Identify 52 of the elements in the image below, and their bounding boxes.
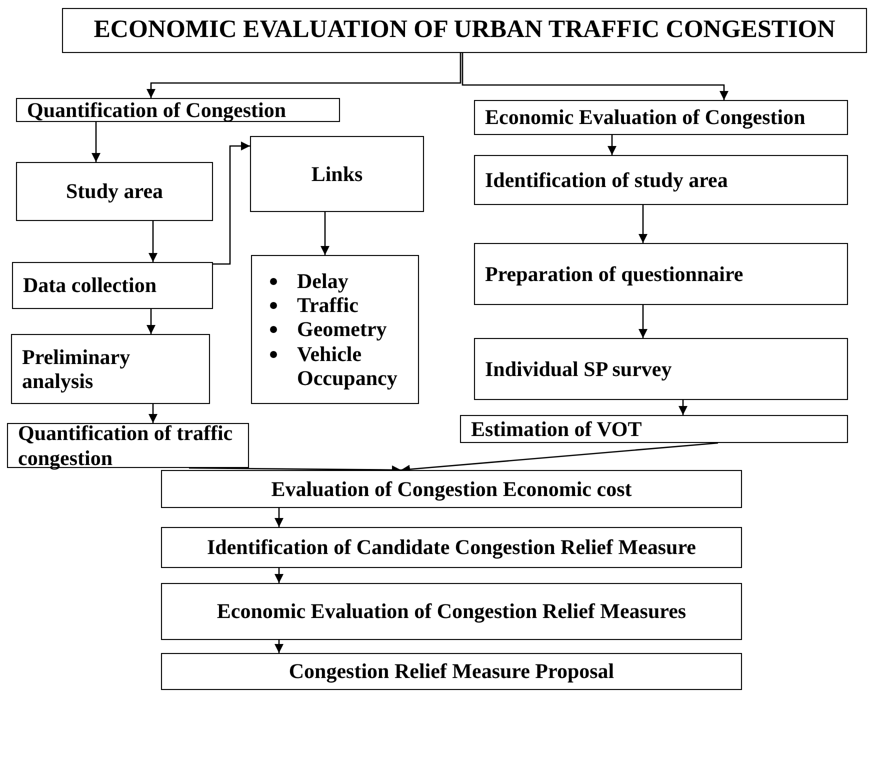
process-box [474,243,848,305]
arrow [146,53,462,98]
box-label: Quantification of traffic congestion [18,421,234,470]
arrow [274,508,284,527]
process-box [161,583,742,640]
box-label: Identification of Candidate Congestion Relief Measure [207,535,696,560]
process-box [250,136,424,212]
box-label: Economic Evaluation of Congestion Relief Measures [216,599,686,624]
box-label: Evaluation of Congestion Economic cost [271,476,632,502]
arrow [213,142,250,265]
box-label: Congestion Relief Measure Proposal [288,659,614,684]
process-box [7,423,249,468]
process-box [161,527,742,568]
process-box [460,415,848,443]
box-label: Economic Evaluation of Congestion [485,105,806,130]
process-box [474,100,848,135]
arrow [148,221,158,262]
arrow [274,640,284,653]
list-item: Vehicle Occupancy [297,342,398,390]
arrow [92,122,100,162]
list-item: Delay [297,269,348,294]
process-box [12,262,213,309]
arrow [462,53,728,100]
list-item: Geometry [297,317,387,342]
box-label: Identification of study area [485,168,728,192]
process-box [62,8,867,53]
box-label: Estimation of VOT [471,416,642,442]
arrow [638,205,648,243]
arrow [638,305,648,338]
box-label: Data collection [23,273,157,298]
box-label: Individual SP survey [485,356,672,382]
process-box [16,98,340,122]
box-label: Links [311,162,363,186]
process-box [161,653,742,690]
arrow [678,400,688,415]
arrow [274,568,284,583]
arrow [148,404,158,423]
arrow [146,309,156,334]
box-label: Quantification of Congestion [27,98,286,122]
box-label: Study area [66,179,164,204]
bullet-list-box [251,255,419,404]
arrow [320,212,330,255]
process-box [161,470,742,508]
box-label: ECONOMIC EVALUATION OF URBAN TRAFFIC CONGESTION [94,16,836,45]
box-label: Preliminary analysis [22,344,132,394]
arrow [608,135,616,155]
list-item: Traffic [297,293,358,318]
process-box [16,162,213,221]
process-box [474,155,848,205]
box-label: Preparation of questionnaire [485,262,744,286]
process-box [474,338,848,400]
process-box [11,334,210,404]
